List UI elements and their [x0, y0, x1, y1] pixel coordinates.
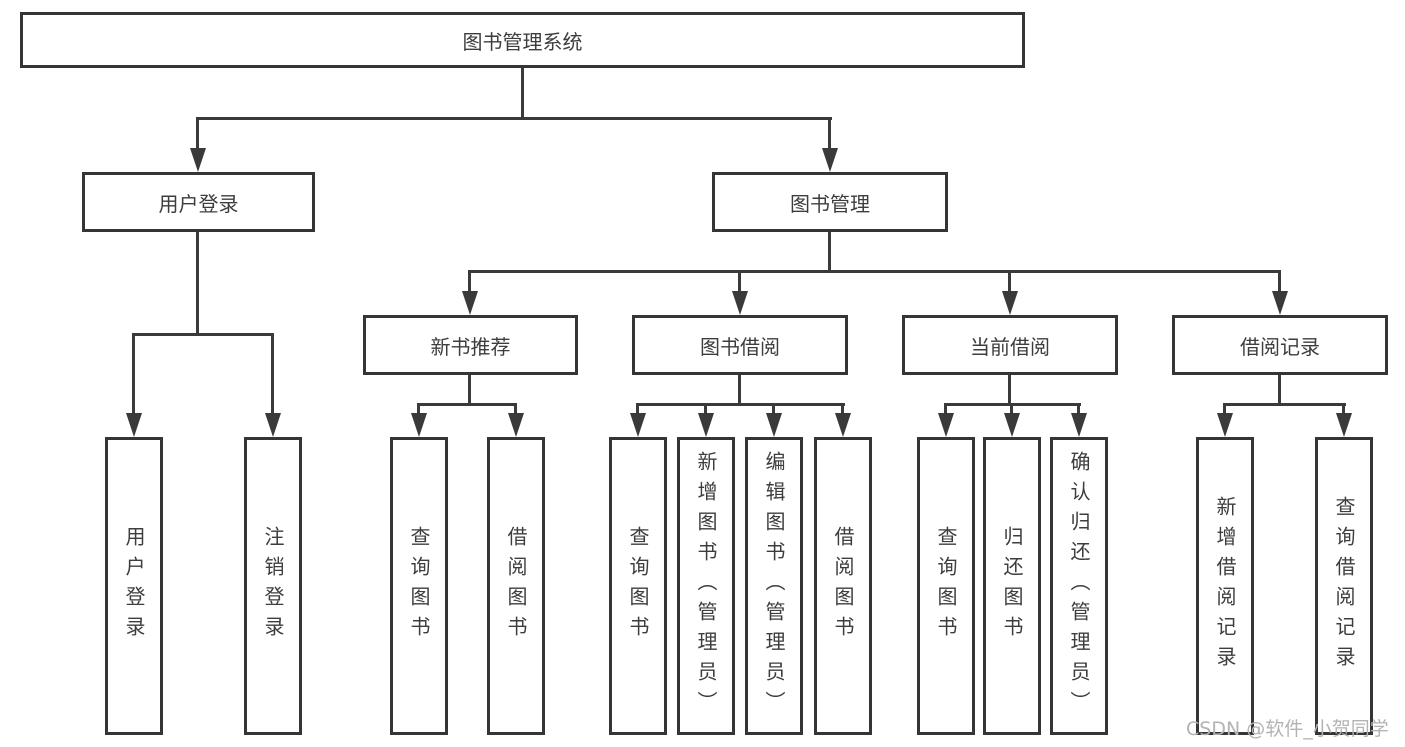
connector-line [468, 270, 1281, 273]
arrowhead-down-icon [1336, 413, 1352, 437]
node-current-borrow: 当前借阅 [902, 315, 1118, 375]
arrowhead-down-icon [630, 413, 646, 437]
leaf-query-books: 查询图书 [609, 437, 667, 735]
node-label: 查询图书 [407, 526, 431, 646]
arrowhead-down-icon [126, 413, 142, 437]
connector-line [944, 405, 947, 415]
node-label: 新书推荐 [430, 334, 511, 359]
arrowhead-down-icon [938, 413, 954, 437]
connector-line [944, 403, 1081, 406]
node-label: 当前借阅 [970, 334, 1050, 359]
connector-line [196, 117, 832, 120]
arrowhead-down-icon [766, 413, 782, 437]
arrowhead-down-icon [822, 148, 838, 172]
arrowhead-down-icon [1272, 291, 1288, 315]
node-book-borrow: 图书借阅 [632, 315, 848, 375]
connector-line [738, 272, 741, 293]
connector-line [1278, 375, 1281, 405]
connector-line [1010, 405, 1013, 415]
node-book-management: 图书管理 [712, 172, 948, 232]
node-label: 查询图书 [934, 526, 958, 646]
connector-line [828, 232, 831, 272]
node-label: 新增借阅记录 [1213, 496, 1237, 676]
connector-line [132, 335, 135, 415]
node-user-login: 用户登录 [82, 172, 315, 232]
connector-line [772, 405, 775, 415]
node-label: 确认归还（管理员） [1067, 451, 1091, 721]
node-label: 注销登录 [261, 526, 285, 646]
connector-line [1077, 405, 1080, 415]
connector-line [1008, 375, 1011, 405]
node-label: 图书借阅 [700, 334, 780, 359]
leaf-query-books: 查询图书 [917, 437, 975, 735]
node-label: 编辑图书（管理员） [762, 451, 786, 721]
connector-line [196, 232, 199, 335]
node-borrow-records: 借阅记录 [1172, 315, 1388, 375]
csdn-watermark: CSDN @软件_小贺同学 [1186, 718, 1389, 740]
leaf-add-borrow-record: 新增借阅记录 [1196, 437, 1254, 735]
arrowhead-down-icon [508, 413, 524, 437]
node-label: 借阅图书 [504, 526, 528, 646]
arrowhead-down-icon [265, 413, 281, 437]
node-label: 用户登录 [158, 191, 239, 216]
arrowhead-down-icon [1217, 413, 1233, 437]
arrowhead-down-icon [732, 291, 748, 315]
connector-line [196, 119, 199, 152]
node-label: 用户登录 [122, 526, 146, 646]
connector-line [1278, 272, 1281, 293]
leaf-query-borrow-record: 查询借阅记录 [1315, 437, 1373, 735]
connector-line [521, 68, 524, 120]
leaf-borrow-books: 借阅图书 [487, 437, 545, 735]
node-label: 借阅图书 [831, 526, 855, 646]
leaf-user-login: 用户登录 [105, 437, 163, 735]
connector-line [1008, 272, 1011, 293]
connector-line [636, 405, 639, 415]
arrowhead-down-icon [462, 291, 478, 315]
connector-line [468, 272, 471, 293]
leaf-edit-books-admin: 编辑图书（管理员） [745, 437, 803, 735]
leaf-confirm-return-admin: 确认归还（管理员） [1050, 437, 1108, 735]
arrowhead-down-icon [698, 413, 714, 437]
arrowhead-down-icon [835, 413, 851, 437]
node-label: 查询借阅记录 [1332, 496, 1356, 676]
leaf-logout: 注销登录 [244, 437, 302, 735]
node-label: 借阅记录 [1240, 334, 1320, 359]
connector-line [1223, 405, 1226, 415]
leaf-query-books: 查询图书 [390, 437, 448, 735]
node-label: 查询图书 [626, 526, 650, 646]
connector-line [468, 375, 471, 405]
arrowhead-down-icon [1071, 413, 1087, 437]
node-label: 图书管理系统 [462, 29, 583, 54]
arrowhead-down-icon [190, 148, 206, 172]
connector-line [1342, 405, 1345, 415]
node-new-book-recommend: 新书推荐 [363, 315, 578, 375]
connector-line [828, 119, 831, 152]
connector-line [271, 335, 274, 415]
connector-line [417, 405, 420, 415]
connector-line [132, 333, 274, 336]
connector-line [704, 405, 707, 415]
leaf-return-books: 归还图书 [983, 437, 1041, 735]
connector-line [738, 375, 741, 405]
arrowhead-down-icon [1004, 413, 1020, 437]
node-label: 新增图书（管理员） [694, 451, 718, 721]
arrowhead-down-icon [411, 413, 427, 437]
node-root-system: 图书管理系统 [20, 12, 1025, 68]
leaf-add-books-admin: 新增图书（管理员） [677, 437, 735, 735]
node-label: 归还图书 [1000, 526, 1024, 646]
leaf-borrow-books: 借阅图书 [814, 437, 872, 735]
connector-line [841, 405, 844, 415]
connector-line [417, 403, 517, 406]
connector-line [514, 405, 517, 415]
connector-line [636, 403, 845, 406]
node-label: 图书管理 [790, 191, 870, 216]
connector-line [1223, 403, 1346, 406]
arrowhead-down-icon [1002, 291, 1018, 315]
